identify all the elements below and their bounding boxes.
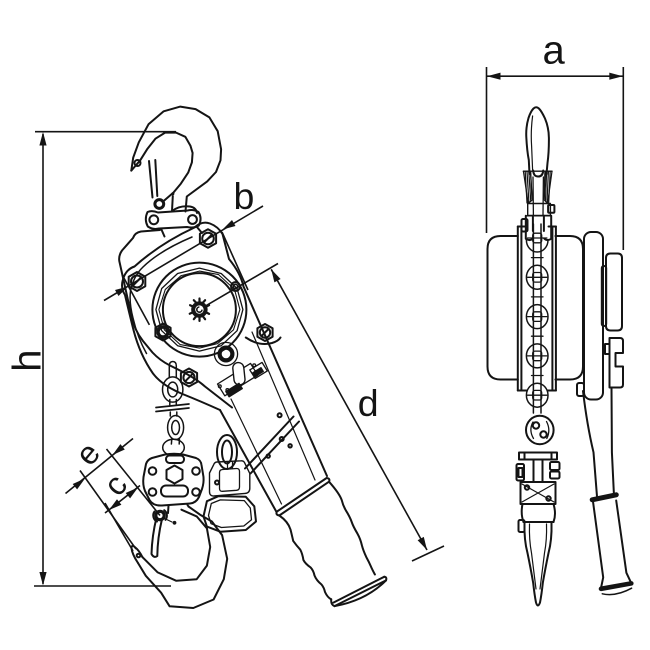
svg-text:a: a	[543, 29, 566, 73]
svg-text:h: h	[6, 349, 50, 371]
svg-text:d: d	[358, 382, 379, 424]
svg-text:b: b	[234, 175, 255, 217]
